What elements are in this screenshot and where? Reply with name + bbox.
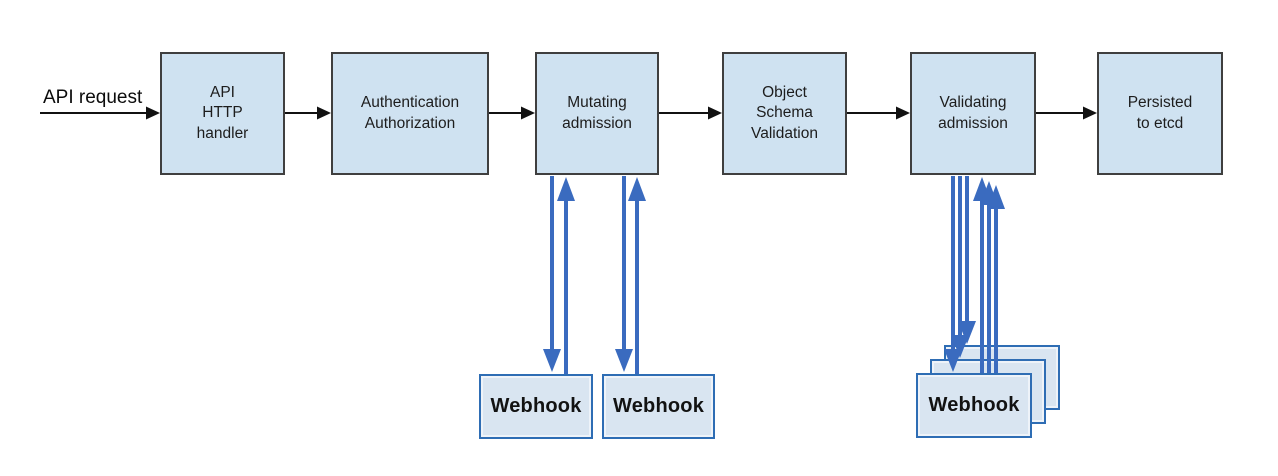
mutating-webhook1-up-arrow [557,177,575,374]
stage-label: Validating admission [938,94,1008,132]
mutating-webhook-box-1: Webhook [479,374,593,439]
stage-object-schema-validation: Object Schema Validation [722,52,847,175]
stage-label: Mutating admission [562,94,632,132]
validating-webhook-down-arrow-2 [951,176,969,358]
validating-webhook-down-arrow-3 [958,176,976,344]
flow-arrow-mutating-to-schema [659,106,722,120]
flow-arrow-handler-to-auth [285,106,331,120]
flow-arrow-auth-to-mutating [489,106,535,120]
mutating-webhook-box-2: Webhook [602,374,715,439]
stage-authentication-authorization: Authentication Authorization [331,52,489,175]
webhook-label: Webhook [612,395,705,417]
mutating-webhook2-down-arrow [615,176,633,372]
validating-webhook-down-arrow-1 [944,176,962,372]
webhook-label: Webhook [490,395,582,417]
stage-label: Persisted to etcd [1127,94,1193,132]
flow-arrow-validating-to-etcd [1036,106,1097,120]
stage-label: API HTTP handler [196,83,249,142]
api-request-label: API request [43,87,143,108]
stage-label: Authentication Authorization [360,94,460,132]
mutating-webhook1-down-arrow [543,176,561,372]
validating-webhook-up-arrow-1 [973,177,991,373]
flow-arrow-schema-to-validating [847,106,910,120]
validating-webhook-box-front: Webhook [916,373,1032,438]
stage-label: Object Schema Validation [751,83,818,142]
stage-persisted-to-etcd: Persisted to etcd [1097,52,1223,175]
stage-api-http-handler: API HTTP handler [160,52,285,175]
stage-mutating-admission: Mutating admission [535,52,659,175]
mutating-webhook2-up-arrow [628,177,646,374]
webhook-label: Webhook [928,394,1020,416]
stage-validating-admission: Validating admission [910,52,1036,175]
